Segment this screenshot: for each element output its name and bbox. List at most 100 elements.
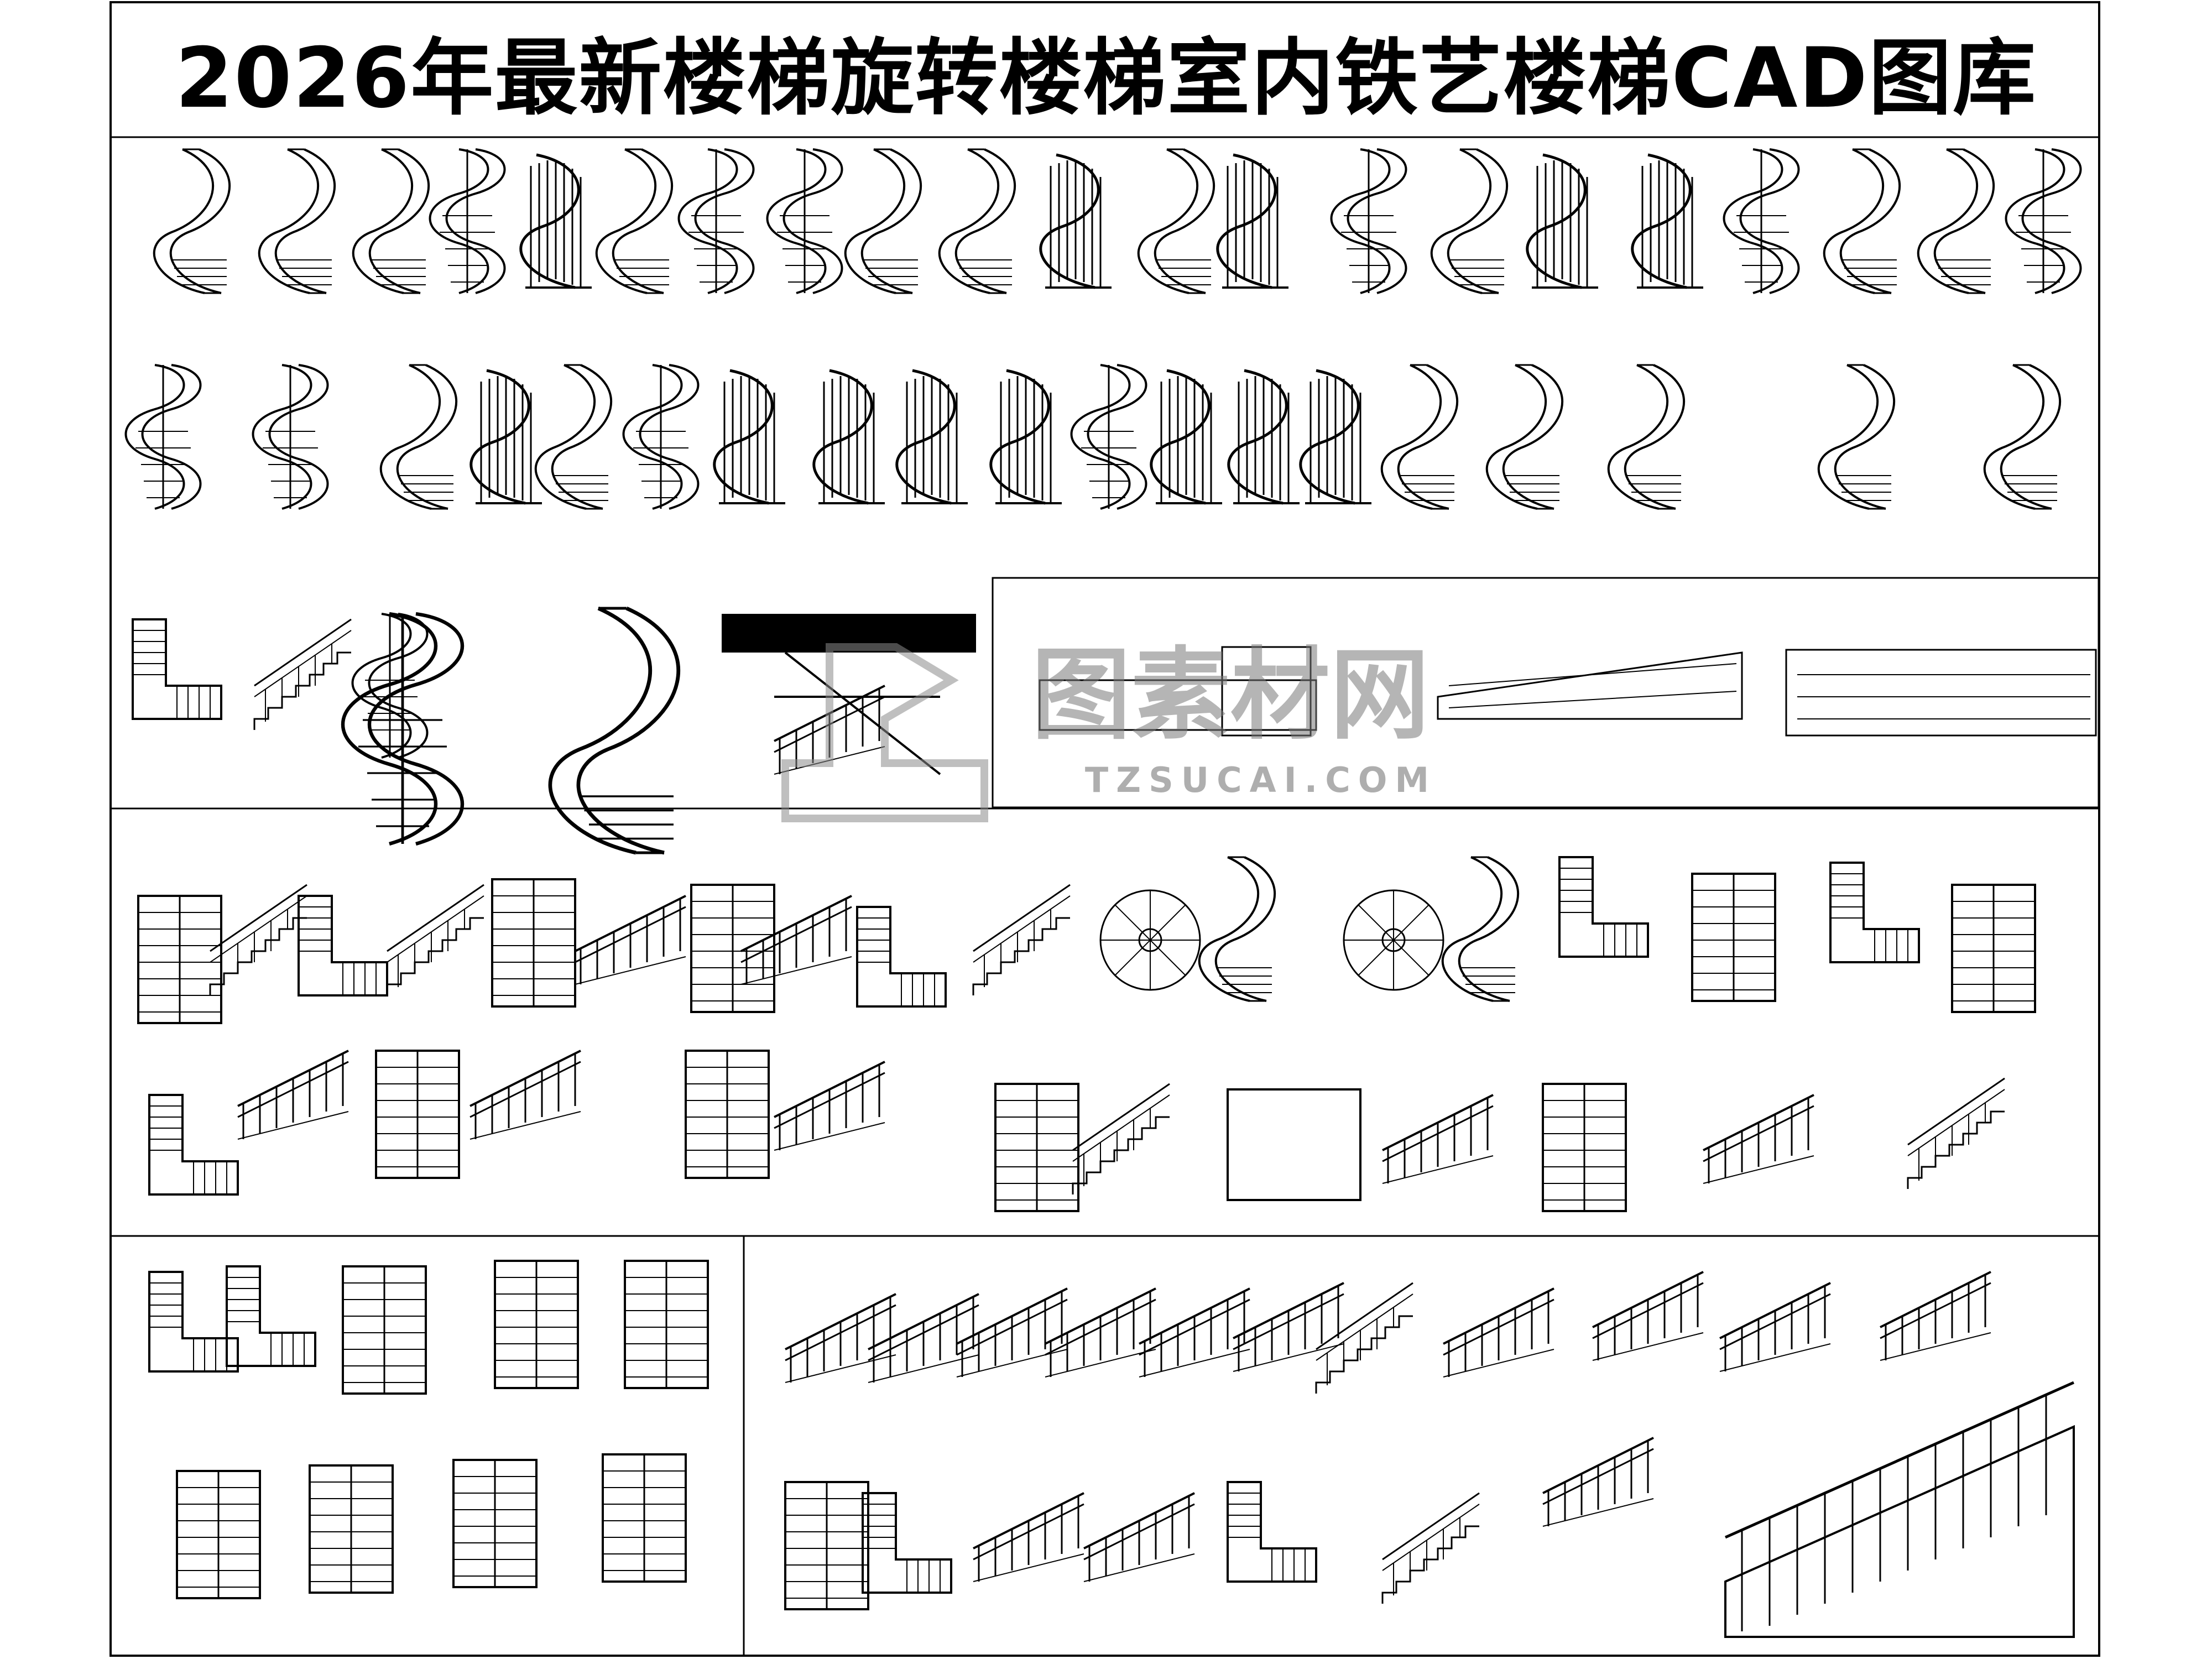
straight-stair-icon <box>386 884 485 997</box>
stair-plan-icon <box>1227 1481 1317 1583</box>
bottom-right-railings <box>784 1271 2075 1638</box>
spiral-stair-icon <box>1823 148 1901 294</box>
stair-plan-icon <box>176 1470 261 1599</box>
spiral-stair-icon <box>1817 364 1896 510</box>
straight-stair-icon <box>209 884 308 997</box>
spiral-stair-icon <box>1137 148 1215 294</box>
outer-frame <box>109 1 2100 1657</box>
stair-plan-icon <box>491 878 576 1008</box>
stair-plan-icon <box>1039 646 2097 737</box>
spiral-stair-icon <box>343 614 462 844</box>
u-stair-icon <box>298 895 388 997</box>
stair-plan-icon <box>602 1453 687 1583</box>
spiral-stair-icon <box>379 364 458 510</box>
spiral-stair-icon <box>766 148 843 294</box>
spiral-stair-icon <box>1151 371 1222 503</box>
straight-stair-icon <box>253 618 352 731</box>
stair-plan-icon <box>309 1464 394 1594</box>
railing-icon <box>1702 1094 1815 1185</box>
railing-icon <box>1719 1282 1832 1373</box>
watermark-brand-text: 图素材网 <box>1031 637 1430 753</box>
spiral-stair-icon <box>429 148 506 294</box>
railing-icon <box>237 1050 349 1140</box>
spiral-stair-icon <box>1198 856 1276 1002</box>
spiral-stair-icon <box>550 608 679 853</box>
spiral-stair-icon <box>622 364 700 510</box>
spiral-stair-icon <box>1441 856 1520 1002</box>
stair-plan-icon <box>685 1050 770 1179</box>
inner-panel-frame <box>992 577 2100 808</box>
spiral-stair-icon <box>521 155 592 288</box>
spiral-stair-icon <box>677 148 755 294</box>
stair-plan-icon <box>624 1260 709 1389</box>
bottom-left-stair-plans <box>148 1260 709 1599</box>
spiral-stair-icon <box>1485 364 1564 510</box>
spiral-stair-icon <box>938 148 1016 294</box>
spiral-stair-icon <box>1723 148 1800 294</box>
spiral-stair-icon <box>1607 364 1686 510</box>
spiral-stair-icon <box>714 371 785 503</box>
spiral-stair-icon <box>1380 364 1459 510</box>
spiral-stair-icon <box>1218 155 1288 288</box>
railing-icon <box>1381 1094 1494 1185</box>
stair-plan-icon <box>1691 873 1776 1002</box>
stair-plan-icon <box>342 1265 427 1395</box>
railing-icon <box>469 1050 582 1140</box>
stair-plan-icon <box>994 1083 1079 1212</box>
spiral-stair-icon <box>1430 148 1509 294</box>
l-stair-icon <box>132 618 222 720</box>
spiral-stair-icon <box>258 148 336 294</box>
spiral-plan-icon <box>1343 889 1444 991</box>
spiral-stair-icon <box>2005 148 2082 294</box>
watermark-logo-icon <box>781 643 988 822</box>
stair-plan-icon <box>494 1260 579 1389</box>
stair-plan-icon <box>1227 1088 1361 1201</box>
long-railing-icon <box>1724 1381 2075 1638</box>
spiral-stair-icon <box>124 364 202 510</box>
spiral-stair-icon <box>471 371 542 503</box>
railing-icon <box>740 895 853 985</box>
spiral-stair-icon <box>1632 155 1703 288</box>
l-stair-icon <box>1829 862 1920 963</box>
spiral-stair-icon <box>1229 371 1300 503</box>
railing-icon <box>574 895 687 985</box>
straight-stair-icon <box>1072 1083 1171 1196</box>
spiral-stair-icon <box>814 371 885 503</box>
spiral-stair-icon <box>1070 364 1147 510</box>
u-stair-icon <box>226 1265 316 1367</box>
stair-plan-icon <box>137 895 222 1024</box>
spiral-plan-icon <box>1099 889 1201 991</box>
stair-plan-icon <box>375 1050 460 1179</box>
stair-plan-icon <box>722 614 976 775</box>
straight-stair-icon <box>1381 1492 1480 1605</box>
spiral-stair-icon <box>252 364 329 510</box>
spiral-stair-icon <box>1330 148 1407 294</box>
u-stair-icon <box>1542 1083 1627 1212</box>
row-4-stair-plans <box>137 856 2036 1024</box>
stair-plan-icon <box>148 1271 239 1373</box>
railing-icon <box>1592 1271 1704 1361</box>
spiral-stair-icon <box>1041 155 1112 288</box>
row-1-spiral-stairs <box>153 148 2082 294</box>
row-5-stair-elevations <box>148 1050 2006 1212</box>
page-title: 2026年最新楼梯旋转楼梯室内铁艺楼梯CAD图库 <box>175 30 2037 127</box>
railing-icon <box>1442 1287 1555 1378</box>
l-stair-icon <box>856 906 947 1008</box>
stair-plan-icon <box>452 1459 538 1588</box>
straight-stair-icon <box>972 884 1071 997</box>
l-stair-icon <box>862 1492 952 1594</box>
railing-icon <box>773 1061 886 1151</box>
spiral-stair-icon <box>352 148 430 294</box>
stair-plan-icon <box>690 884 775 1013</box>
straight-stair-icon <box>1907 1077 2006 1190</box>
railing-icon <box>1879 1271 1992 1361</box>
railing-icon <box>1542 1437 1655 1527</box>
u-stair-icon <box>1951 884 2036 1013</box>
spiral-stair-icon <box>991 371 1062 503</box>
spiral-stair-icon <box>153 148 231 294</box>
spiral-stair-icon <box>1983 364 2062 510</box>
spiral-stair-icon <box>1527 155 1598 288</box>
row-3-large-stairs <box>132 608 2097 853</box>
spiral-stair-icon <box>1917 148 1995 294</box>
